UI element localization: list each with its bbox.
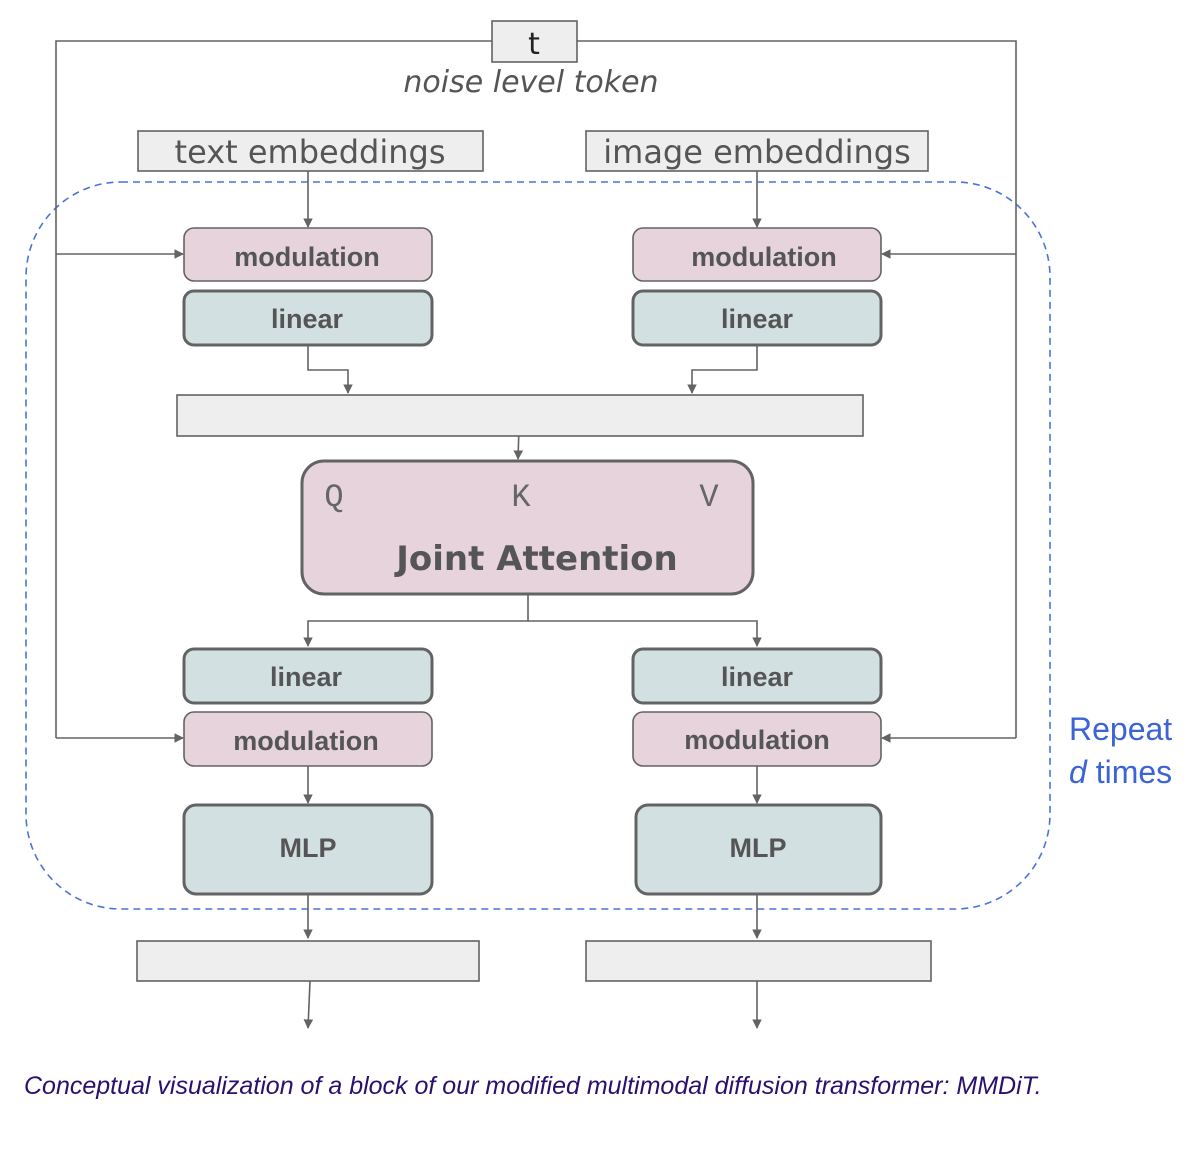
left-bottom-linear-box (182, 647, 434, 705)
attention-q-label: Q (324, 479, 343, 516)
left-top-modulation-box (183, 227, 433, 282)
right-top-linear-box (631, 289, 883, 347)
noise-token-sublabel: noise level token (403, 65, 658, 100)
right-top-linear-label: linear (721, 304, 794, 334)
right-bottom-linear-box (631, 647, 883, 705)
left-bottom-modulation-label: modulation (233, 726, 378, 756)
left-top-linear-box (182, 289, 434, 347)
concat-box (176, 394, 864, 437)
right-bottom-modulation-label: modulation (684, 725, 829, 755)
joint-attention-label: Joint Attention (394, 539, 678, 579)
left-bottom-linear-label: linear (270, 662, 343, 692)
repeat-times-text: times (1087, 754, 1172, 790)
left-mlp-label: MLP (280, 833, 337, 863)
joint-attention-box (300, 459, 755, 596)
left-mlp-box (182, 803, 434, 896)
text-embeddings-box (137, 130, 484, 172)
left-output-box (136, 940, 480, 982)
repeat-d-variable: d (1069, 754, 1088, 790)
left-top-modulation-label: modulation (234, 242, 379, 272)
right-bottom-linear-label: linear (721, 662, 794, 692)
attention-v-label: V (699, 479, 719, 516)
right-top-modulation-label: modulation (691, 242, 836, 272)
right-bottom-modulation-box (632, 711, 882, 767)
attention-k-label: K (511, 479, 531, 516)
right-output-box (585, 940, 932, 982)
image-embeddings-box (585, 130, 929, 172)
repeat-label-line1: Repeat (1069, 711, 1172, 747)
noise-token-label: t (528, 27, 540, 62)
repeat-boundary (25, 181, 1051, 910)
figure-caption: Conceptual visualization of a block of o… (24, 1072, 1042, 1100)
noise-token-box (491, 20, 578, 63)
repeat-label-line2: d times (1069, 754, 1172, 790)
left-bottom-modulation-box (183, 711, 433, 767)
timestep-connector (55, 40, 1017, 743)
mmdit-diagram: t noise level token text embeddings imag… (25, 20, 1172, 1029)
right-mlp-box (634, 803, 883, 896)
left-top-linear-label: linear (271, 304, 344, 334)
text-embeddings-label: text embeddings (175, 133, 446, 171)
image-embeddings-label: image embeddings (603, 133, 910, 171)
right-mlp-label: MLP (730, 833, 787, 863)
right-top-modulation-box (632, 227, 882, 282)
